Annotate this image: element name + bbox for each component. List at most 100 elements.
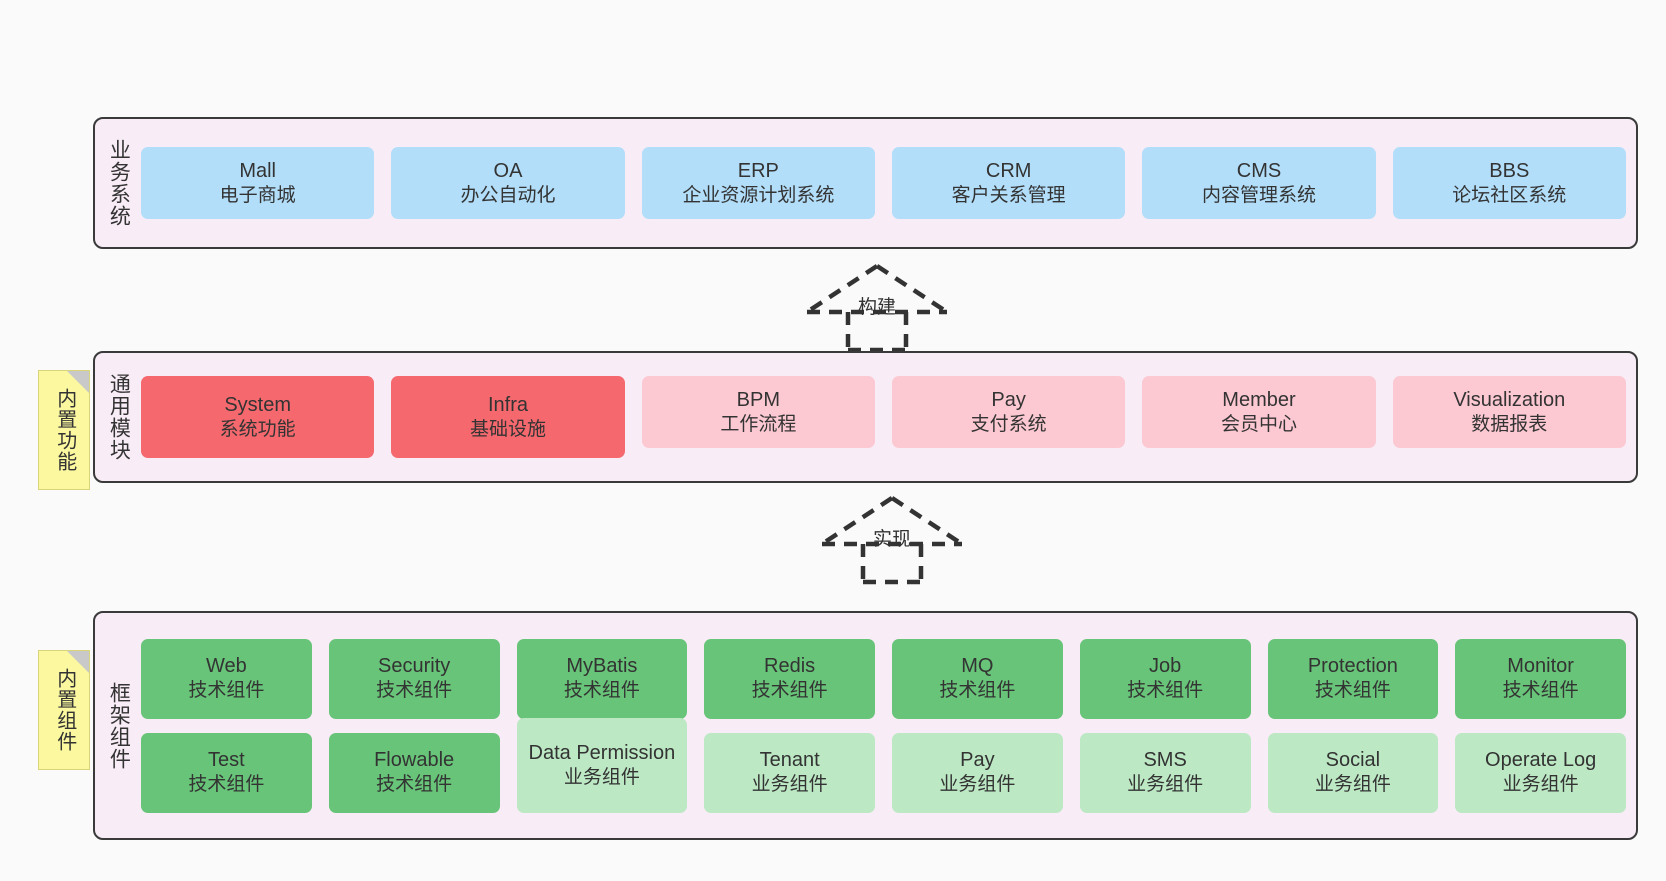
node-subtitle: 业务组件 [1502,774,1579,796]
node-pay-component[interactable]: Pay 业务组件 [892,732,1063,813]
node-title: CRM [985,159,1032,182]
node-title: Job [1149,655,1182,678]
node-subtitle: 技术组件 [939,680,1016,702]
node-mq[interactable]: MQ 技术组件 [892,638,1063,719]
note-builtin-functions: 内置功能 [38,370,90,490]
node-title: Operate Log [1485,749,1597,772]
node-subtitle: 系统功能 [219,418,296,440]
framework-row-tech: Web 技术组件 Security 技术组件 MyBatis 技术组件 Redi… [141,638,1626,719]
node-subtitle: 技术组件 [188,680,265,702]
node-data-permission[interactable]: Data Permission 业务组件 [516,717,688,813]
node-subtitle: 业务组件 [939,774,1016,796]
node-title: Flowable [374,749,455,772]
node-protection[interactable]: Protection 技术组件 [1267,638,1439,719]
arrowhead-left-edge [820,496,894,546]
node-subtitle: 支付系统 [970,413,1047,435]
node-system[interactable]: System 系统功能 [141,376,375,458]
node-oa[interactable]: OA 办公自动化 [391,147,625,219]
layer-framework-components: 框架组件 Web 技术组件 Security 技术组件 MyBatis 技术组件 [93,611,1638,840]
node-title: System [224,393,291,416]
note-label: 内置组件 [53,668,76,752]
node-mall[interactable]: Mall 电子商城 [141,147,375,219]
node-title: CMS [1236,159,1282,182]
arrowhead-left-edge [805,264,879,314]
node-bbs[interactable]: BBS 论坛社区系统 [1392,147,1626,219]
node-visualization[interactable]: Visualization 数据报表 [1392,376,1626,448]
node-title: Test [208,749,245,772]
connector-build-label: 构建 [857,297,897,318]
node-subtitle: 技术组件 [563,680,640,702]
node-title: Mall [239,159,276,182]
node-operate-log[interactable]: Operate Log 业务组件 [1455,732,1626,813]
node-subtitle: 企业资源计划系统 [682,184,835,206]
node-web[interactable]: Web 技术组件 [141,638,312,719]
layer-label-business-system: 业务系统 [107,139,131,227]
node-subtitle: 工作流程 [720,413,797,435]
node-test[interactable]: Test 技术组件 [141,732,312,813]
node-title: MyBatis [566,655,638,678]
note-fold-corner-icon [67,651,89,673]
layer-label-framework-components: 框架组件 [107,681,131,770]
node-title: Infra [487,393,528,416]
node-subtitle: 会员中心 [1220,413,1297,435]
node-tenant[interactable]: Tenant 业务组件 [704,732,875,813]
business-row: Mall 电子商城 OA 办公自动化 ERP 企业资源计划系统 CRM 客户关系… [141,147,1626,219]
node-pay-module[interactable]: Pay 支付系统 [891,376,1126,448]
node-social[interactable]: Social 业务组件 [1267,732,1439,813]
node-title: Monitor [1507,655,1574,678]
node-subtitle: 业务组件 [751,774,828,796]
connector-build: 构建 [792,258,962,354]
node-security[interactable]: Security 技术组件 [328,638,500,719]
node-flowable[interactable]: Flowable 技术组件 [328,732,500,813]
node-title: MQ [961,655,994,678]
node-crm[interactable]: CRM 客户关系管理 [891,147,1126,219]
node-title: Pay [991,388,1026,411]
framework-row-business: Test 技术组件 Flowable 技术组件 Data Permission … [141,717,1626,813]
business-system-box-row: Mall 电子商城 OA 办公自动化 ERP 企业资源计划系统 CRM 客户关系… [141,119,1636,247]
node-erp[interactable]: ERP 企业资源计划系统 [641,147,875,219]
node-subtitle: 业务组件 [563,766,640,788]
node-member[interactable]: Member 会员中心 [1142,376,1376,448]
node-title: Member [1222,388,1296,411]
node-subtitle: 技术组件 [188,774,265,796]
node-monitor[interactable]: Monitor 技术组件 [1455,638,1626,719]
node-subtitle: 技术组件 [1502,680,1579,702]
node-subtitle: 技术组件 [376,774,453,796]
node-subtitle: 数据报表 [1471,413,1548,435]
node-subtitle: 客户关系管理 [951,184,1066,206]
node-bpm[interactable]: BPM 工作流程 [641,376,875,448]
node-subtitle: 业务组件 [1314,774,1391,796]
node-title: Tenant [759,749,820,772]
note-builtin-components: 内置组件 [38,650,90,770]
node-title: BBS [1489,159,1530,182]
node-title: BPM [736,388,780,411]
node-subtitle: 内容管理系统 [1201,184,1316,206]
layer-common-modules: 通用模块 System 系统功能 Infra 基础设施 BPM 工作流程 Pay… [93,351,1638,483]
node-job[interactable]: Job 技术组件 [1079,638,1251,719]
node-title: Social [1325,749,1381,772]
node-title: Visualization [1453,388,1566,411]
note-label: 内置功能 [53,388,76,472]
arrowhead-right-edge [875,264,949,314]
node-mybatis[interactable]: MyBatis 技术组件 [516,638,688,719]
node-redis[interactable]: Redis 技术组件 [704,638,875,719]
node-infra[interactable]: Infra 基础设施 [391,376,625,458]
node-title: OA [493,159,523,182]
connector-implement: 实现 [807,490,977,586]
node-subtitle: 业务组件 [1127,774,1204,796]
node-subtitle: 基础设施 [469,418,546,440]
node-cms[interactable]: CMS 内容管理系统 [1142,147,1376,219]
node-subtitle: 技术组件 [1314,680,1391,702]
node-subtitle: 技术组件 [1127,680,1204,702]
modules-row: System 系统功能 Infra 基础设施 BPM 工作流程 Pay 支付系统… [141,376,1626,458]
node-subtitle: 技术组件 [376,680,453,702]
node-title: Web [205,655,247,678]
node-subtitle: 电子商城 [219,184,296,206]
arrowhead-right-edge [890,496,964,546]
node-title: SMS [1143,749,1187,772]
node-title: ERP [737,159,779,182]
layer-business-system: 业务系统 Mall 电子商城 OA 办公自动化 ERP 企业资源计划系统 CRM… [93,117,1638,249]
node-sms[interactable]: SMS 业务组件 [1079,732,1251,813]
node-title: Pay [960,749,995,772]
